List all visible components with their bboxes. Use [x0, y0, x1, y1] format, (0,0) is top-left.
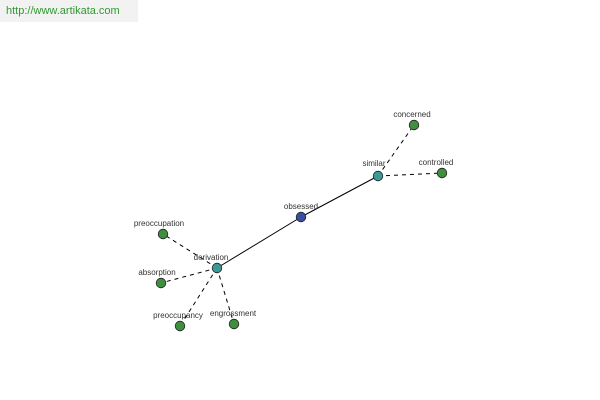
site-url-text[interactable]: http://www.artikata.com — [6, 5, 120, 17]
node-absorption[interactable] — [155, 277, 167, 289]
node-engrossment[interactable] — [228, 318, 240, 330]
node-controlled[interactable] — [436, 167, 448, 179]
edge-derivation-preoccupancy — [179, 267, 218, 327]
edge-obsessed-similar — [300, 175, 379, 218]
edges-layer — [160, 124, 443, 327]
node-derivation[interactable] — [211, 262, 223, 274]
node-label-concerned[interactable]: concerned — [393, 110, 430, 119]
node-obsessed[interactable] — [295, 211, 307, 223]
node-label-preoccupancy[interactable]: preoccupancy — [153, 311, 203, 320]
labels-layer: obsessed similar derivation concerned contro… — [134, 110, 453, 320]
node-label-absorption[interactable]: absorption — [138, 268, 175, 277]
edge-similar-controlled — [377, 172, 443, 177]
site-url[interactable]: http://www.artikata.com — [0, 0, 138, 22]
edge-obsessed-derivation — [216, 216, 302, 269]
edge-derivation-engrossment — [216, 267, 235, 325]
node-preoccupation[interactable] — [157, 228, 169, 240]
node-concerned[interactable] — [408, 119, 420, 131]
node-label-preoccupation[interactable]: preoccupation — [134, 219, 184, 228]
node-label-similar[interactable]: similar — [362, 159, 385, 168]
node-label-obsessed[interactable]: obsessed — [284, 202, 318, 211]
node-similar[interactable] — [372, 170, 384, 182]
node-label-engrossment[interactable]: engrossment — [210, 309, 257, 318]
nodes-layer — [155, 119, 448, 332]
edge-derivation-preoccupation — [162, 233, 218, 269]
node-label-derivation[interactable]: derivation — [194, 253, 229, 262]
node-preoccupancy[interactable] — [174, 320, 186, 332]
edge-derivation-absorption — [160, 267, 218, 284]
edge-similar-concerned — [377, 124, 415, 177]
node-label-controlled[interactable]: controlled — [419, 158, 454, 167]
